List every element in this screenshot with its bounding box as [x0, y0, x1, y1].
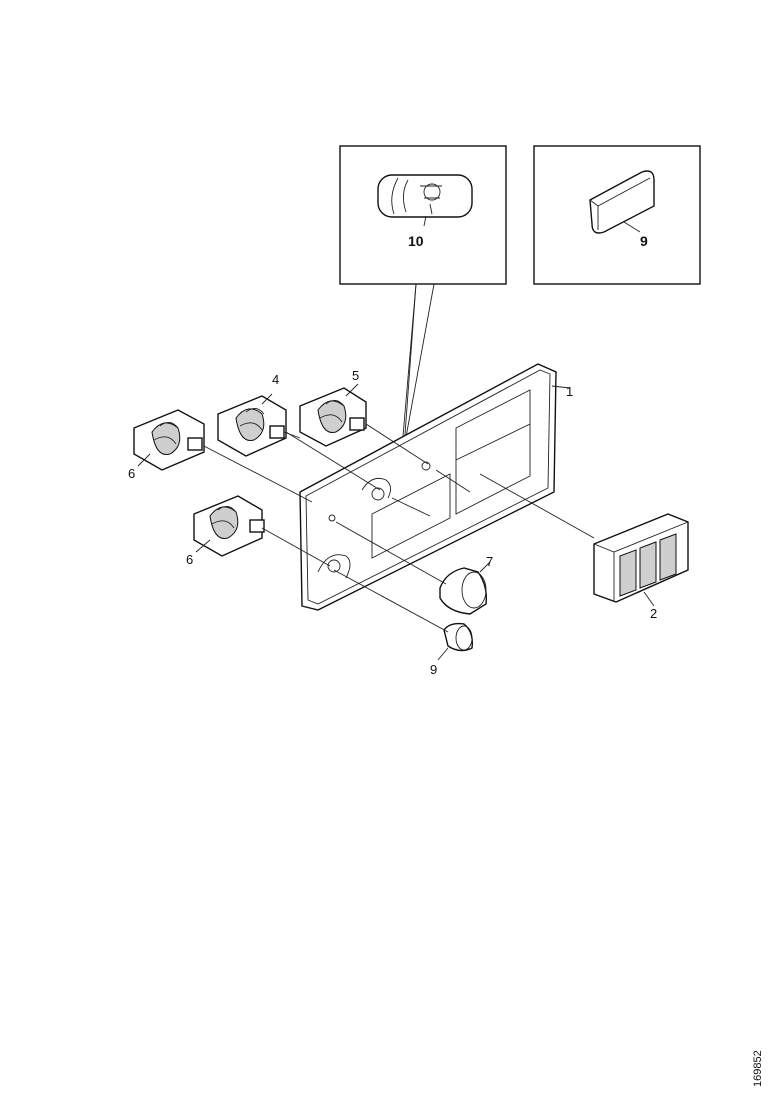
callout-inset-9: 9 [640, 233, 648, 249]
callout-2: 2 [650, 606, 657, 621]
callout-9: 9 [430, 662, 437, 677]
callout-10: 10 [408, 233, 424, 249]
knob-large-7: 7 [439, 554, 493, 615]
assembly-lines [203, 423, 595, 633]
inset-detail-right: 9 [533, 145, 701, 285]
rotary-switch-4: 4 [217, 372, 301, 457]
callout-6-upper: 6 [128, 466, 135, 481]
callout-7: 7 [486, 554, 493, 569]
drawing-number: 169852 [752, 1050, 764, 1088]
rotary-switch-5: 5 [299, 368, 367, 447]
knob-small-9: 9 [430, 622, 474, 677]
inset-detail-left: 10 [339, 145, 507, 285]
switch-block-2: 2 [593, 513, 689, 621]
callout-6-lower: 6 [186, 552, 193, 567]
control-panel: 1 [299, 363, 573, 611]
callout-4: 4 [272, 372, 279, 387]
callout-5: 5 [352, 368, 359, 383]
callout-1: 1 [566, 384, 573, 399]
rotary-switch-6-lower: 6 [186, 495, 265, 567]
rotary-switch-6-upper: 6 [128, 409, 205, 481]
